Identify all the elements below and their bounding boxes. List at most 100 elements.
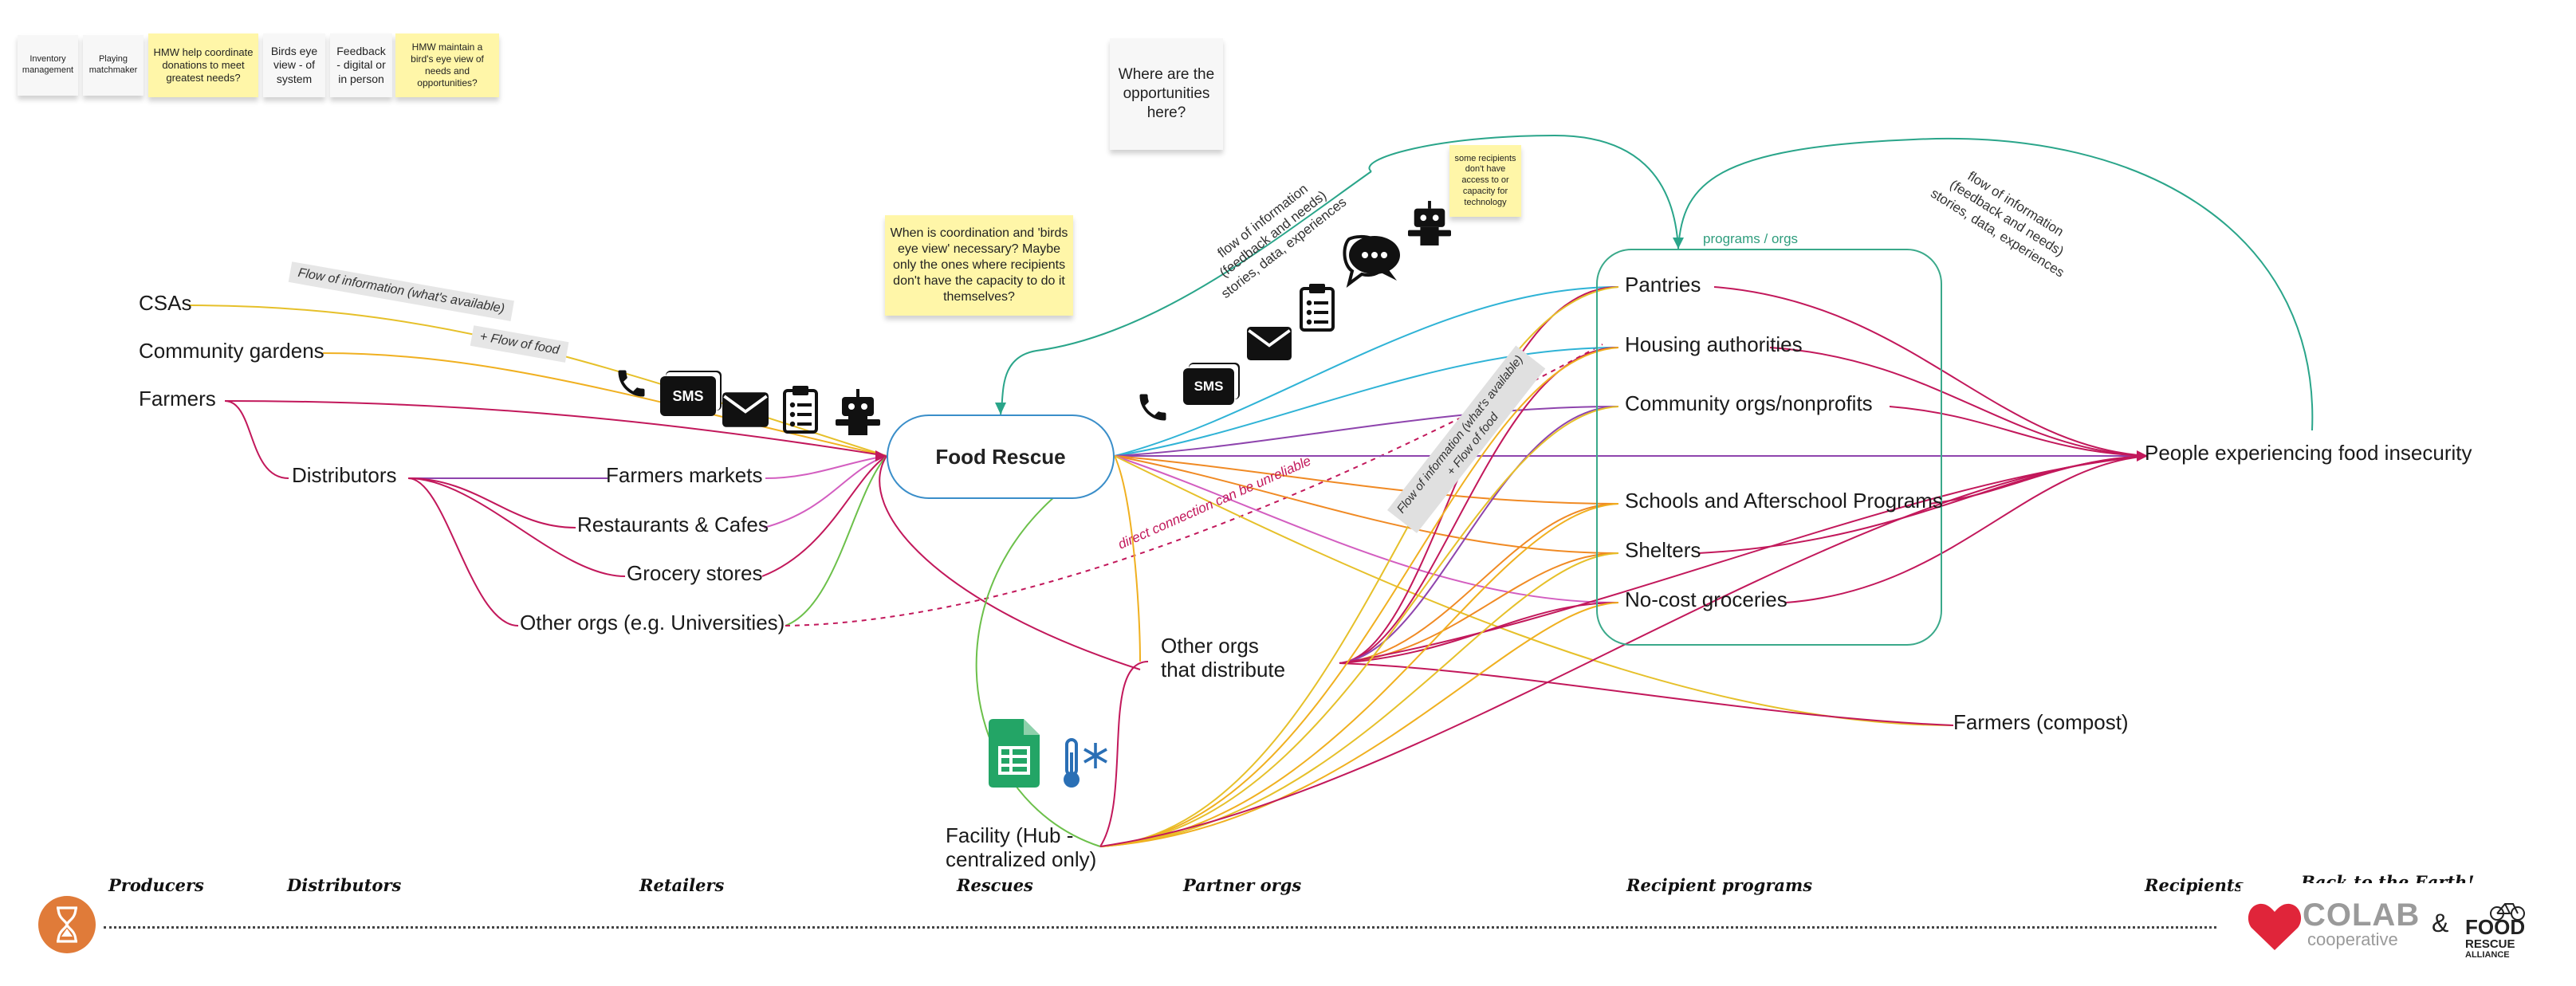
edge-housing-people [1769,347,2149,457]
sticky-inventory[interactable]: Inventory management [18,35,78,96]
sticky-hmw-maintain[interactable]: HMW maintain a bird's eye view of needs … [395,33,499,97]
edge-od-schools [1339,503,1619,664]
edge-facility-foodrescue [975,455,1115,847]
edge-facility-otherdistribute [1099,661,1149,847]
sticky-hmw-donations[interactable]: HMW help coordinate donations to meet gr… [148,33,258,97]
colab-name: COLAB [2303,898,2421,933]
node-farmers-markets: Farmers markets [606,463,763,487]
sms-label: SMS [672,387,704,404]
edge-fr-schools [1114,455,1619,505]
chat-bubbles-icon [1343,234,1400,288]
feedback-box-top [1368,134,1679,249]
edge-pantries-people [1713,286,2149,457]
node-other-distribute: Other orgs that distribute [1161,634,1336,682]
edge-facility-people [1099,455,2149,847]
edge-od-community [1339,406,1619,664]
edge-restaurants-foodrescue [763,455,887,528]
bicycle-icon [2490,903,2525,921]
edge-farmers-distributors [224,400,289,479]
node-facility: Facility (Hub - centralized only) [946,823,1153,872]
edge-facility-pantries [1099,286,1619,847]
sticky-recipients-tech[interactable]: some recipients don't have access to or … [1449,145,1521,217]
sticky-opportunities[interactable]: Where are the opportunities here? [1110,38,1223,150]
fra-line2: RESCUE [2465,937,2515,952]
edge-distributors-grocery [407,477,626,577]
edge-markets-foodrescue [765,455,887,479]
sticky-coordination[interactable]: When is coordination and 'birds eye view… [885,215,1073,316]
stage-partner-orgs: Partner orgs [1183,875,1302,895]
edge-fr-community [1114,406,1619,457]
edge-community-people [1889,406,2149,457]
edge-fr-pantries [1114,286,1619,457]
edge-nocost-people [1785,455,2149,603]
node-distributors: Distributors [292,463,397,487]
node-farmers: Farmers [139,387,216,411]
edge-facility-shelters [1099,552,1619,847]
robot-icon [836,389,880,435]
facility-line2: centralized only) [946,847,1097,871]
node-restaurants: Restaurants & Cafes [577,513,769,536]
sms-icon-2: SMS [1183,368,1234,405]
edge-fr-shelters [1114,455,1619,554]
edge-shelters-people [1697,455,2149,554]
edge-facility-housing [1099,347,1619,847]
node-community-orgs: Community orgs/nonprofits [1625,391,1873,415]
programs-orgs-label: programs / orgs [1703,231,1799,246]
edge-fr-housing [1114,347,1619,457]
node-other-orgs: Other orgs (e.g. Universities) [520,611,785,634]
edge-foodrescue-othersdistribute [879,455,1141,670]
mail-icon-2 [1247,327,1292,360]
recipient-programs-group [1596,249,1942,646]
arrowhead-feedback-fr [995,403,1006,414]
edge-od-compost [1339,662,1954,726]
stage-recipients: Recipients [2145,875,2244,895]
edge-farmers-foodrescue [224,400,887,457]
arrowhead-feedback-box [1673,238,1684,249]
arrowhead-people [2137,450,2148,462]
clipboard-icon [783,386,818,434]
feedback-people-box [1677,137,2314,431]
ampersand: & [2432,909,2449,937]
stage-retailers: Retailers [639,875,725,895]
phone-icon-2 [1139,394,1166,421]
node-grocery: Grocery stores [627,561,763,585]
stage-distributors: Distributors [287,875,402,895]
mail-icon [722,392,769,427]
node-housing: Housing authorities [1625,332,1803,356]
timeline-axis [104,926,2216,929]
node-shelters: Shelters [1625,538,1701,562]
other-distribute-line1: Other orgs [1161,634,1259,658]
hourglass-icon[interactable] [38,896,96,953]
arrowhead-fr-in [875,450,887,462]
edge-fr-otherdistribute [1114,455,1141,662]
facility-line1: Facility (Hub - [946,823,1074,847]
other-distribute-line2: that distribute [1161,657,1286,682]
stage-recipient-programs: Recipient programs [1626,875,1813,895]
sms-icon: SMS [660,376,716,416]
edge-facility-community [1099,406,1619,847]
node-food-rescue[interactable]: Food Rescue [887,414,1115,499]
edge-od-people [1339,455,2149,664]
fra-line1: FOOD [2465,915,2526,939]
sms-label-2: SMS [1194,379,1224,394]
robot-icon-2 [1408,201,1451,246]
edge-csas-foodrescue [187,304,887,457]
stage-producers: Producers [108,875,204,895]
node-csas: CSAs [139,291,192,315]
heart-logo-icon [2248,903,2302,950]
edge-facility-nocost [1099,602,1619,847]
spreadsheet-icon [989,719,1040,788]
colab-logo-text: COLAB cooperative [2303,899,2420,949]
node-compost: Farmers (compost) [1953,710,2129,734]
sticky-matchmaker[interactable]: Playing matchmaker [83,35,144,96]
sticky-birds-eye[interactable]: Birds eye view - of system [263,33,325,97]
food-rescue-label: Food Rescue [935,444,1066,469]
edge-distributors-other [407,477,519,627]
node-people: People experiencing food insecurity [2145,441,2472,465]
edge-distributors-restaurants [407,477,576,528]
thermometer-snowflake-icon [1064,738,1107,788]
edge-facility-schools [1099,503,1619,847]
sticky-feedback[interactable]: Feedback - digital or in person [330,33,392,97]
node-no-cost: No-cost groceries [1625,587,1787,611]
